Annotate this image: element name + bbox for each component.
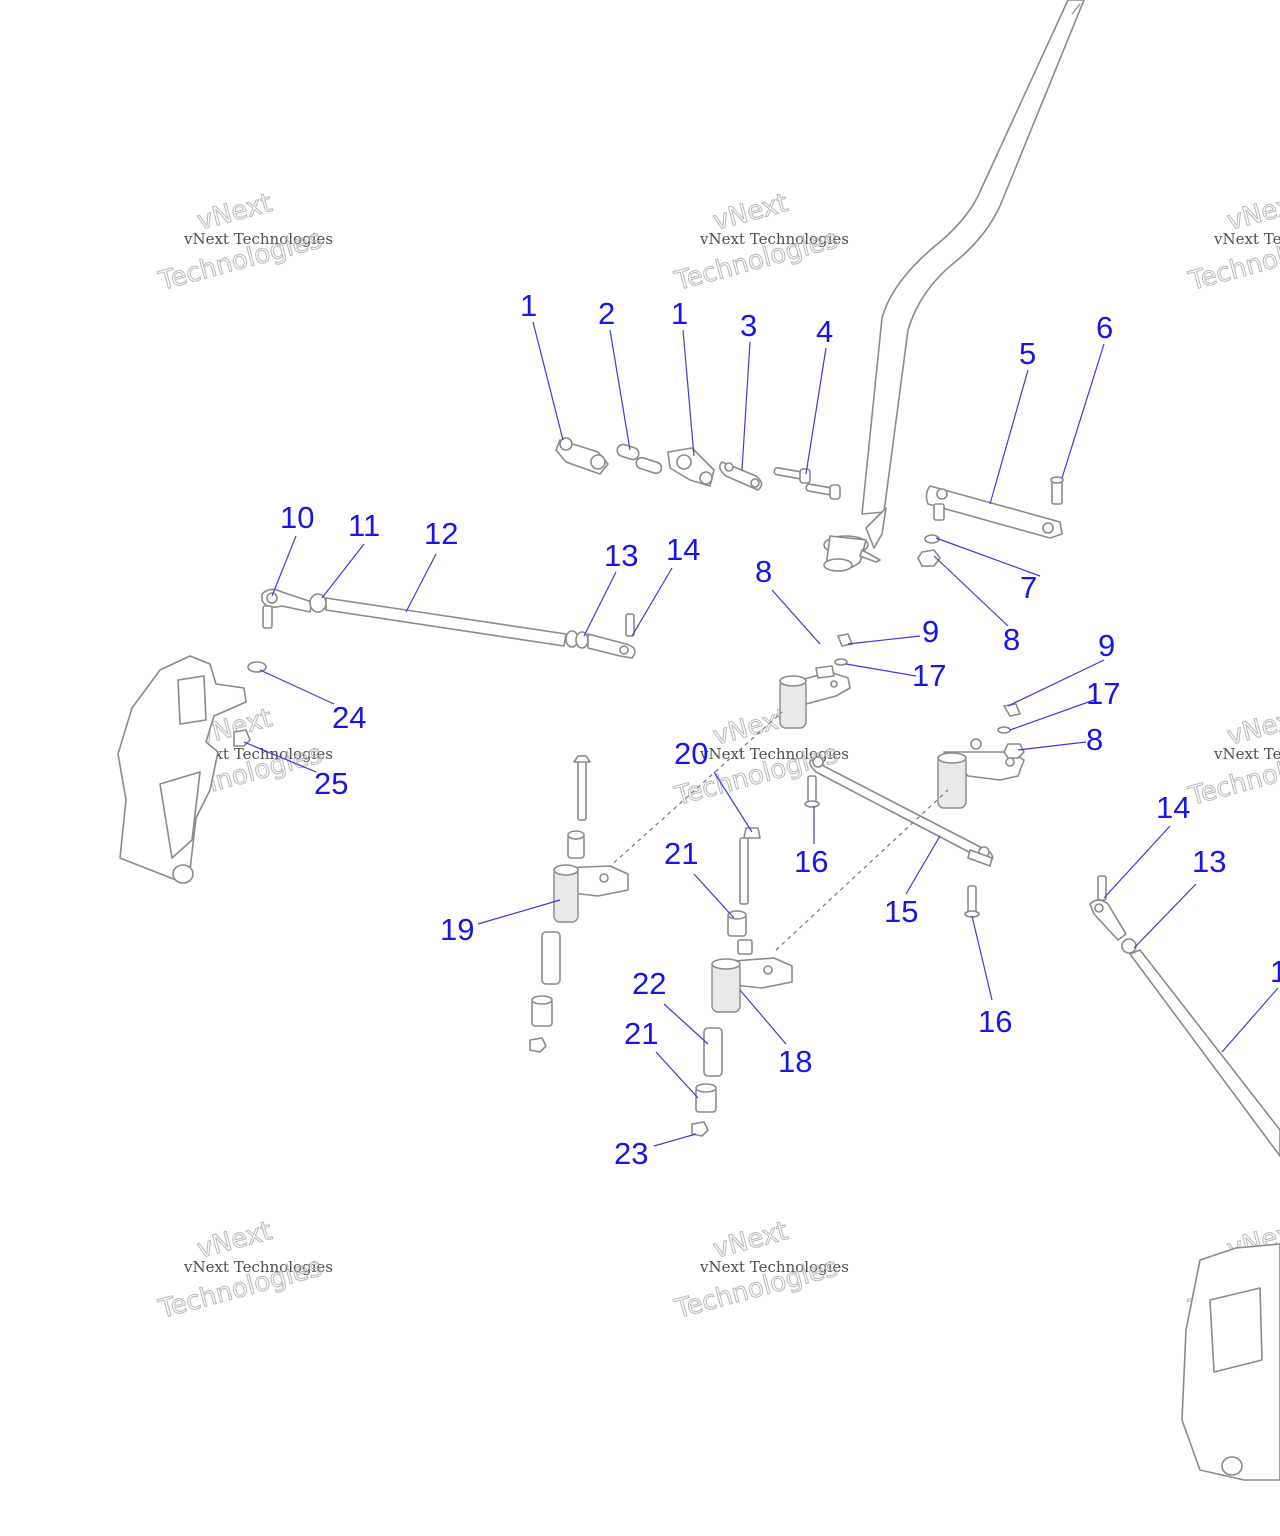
watermark-top-right: vNext vNext Technologies Technologies: [1185, 188, 1280, 298]
watermark-small: vNext Technologies: [1213, 745, 1280, 763]
callout-8a: 8: [1003, 622, 1020, 657]
callout-2: 2: [598, 296, 615, 331]
callout-8c: 8: [1086, 722, 1103, 757]
callout-8b: 8: [755, 554, 772, 589]
callout-21b: 21: [624, 1016, 658, 1051]
callout-17b: 17: [1086, 676, 1120, 711]
watermark-mid-right: vNext vNext Technologies Technologies: [1185, 703, 1280, 813]
bellcrank-upper: [779, 633, 853, 729]
callout-13b: 13: [1192, 844, 1226, 879]
callout-14b: 14: [1156, 790, 1190, 825]
callout-5: 5: [1019, 336, 1036, 371]
bellcrank-right: [937, 703, 1025, 809]
callout-23: 23: [614, 1136, 648, 1171]
leader-lines: [243, 321, 1279, 1147]
watermark-small: vNext Technologies: [183, 230, 333, 248]
callout-21a: 21: [664, 836, 698, 871]
shift-arm: [917, 476, 1064, 567]
callout-16b: 16: [978, 1004, 1012, 1039]
bracket-right: [1181, 1243, 1280, 1481]
callout-1c: 1: [1270, 954, 1280, 989]
callout-9b: 9: [1098, 628, 1115, 663]
callout-11: 11: [348, 508, 380, 543]
callout-15: 15: [884, 894, 918, 929]
watermark-top-center: vNext vNext Technologies Technologies: [671, 188, 849, 298]
tie-rod-left: [261, 588, 636, 659]
watermark-top-left: vNext vNext Technologies Technologies: [155, 188, 333, 298]
callout-13a: 13: [604, 538, 638, 573]
callout-4: 4: [816, 314, 833, 349]
link-plate: [718, 461, 763, 491]
alignment-line-1: [607, 711, 783, 869]
callout-3: 3: [740, 308, 757, 343]
watermark-bottom-left: vNext vNext Technologies Technologies: [155, 1216, 333, 1326]
callout-17a: 17: [912, 658, 946, 693]
watermark-bottom-center: vNext vNext Technologies Technologies: [671, 1216, 849, 1326]
bolts-top: [773, 466, 841, 500]
callout-6: 6: [1096, 310, 1113, 345]
watermark-small: vNext Technologies: [1213, 230, 1280, 248]
bracket-left: [117, 655, 267, 884]
callout-10: 10: [280, 500, 314, 535]
shift-rod-15: [808, 756, 994, 867]
callout-12: 12: [424, 516, 458, 551]
callout-16a: 16: [794, 844, 828, 879]
watermark-small: vNext Technologies: [183, 1258, 333, 1276]
callout-labels: 1 2 1 3 4 5 6 7 8 8 9 17 9 17 8 10 11 12…: [280, 288, 1280, 1171]
pivot-stack-left: [529, 755, 629, 1053]
callout-20: 20: [674, 736, 708, 771]
callout-14a: 14: [666, 532, 700, 567]
clevis-left: [555, 437, 609, 475]
shift-lever: [823, 0, 1085, 572]
clevis-center: [667, 447, 715, 487]
callout-1a: 1: [520, 288, 537, 323]
callout-19: 19: [440, 912, 474, 947]
callout-1b: 1: [671, 296, 688, 331]
watermark-small: vNext Technologies: [699, 230, 849, 248]
bolts-16: [804, 775, 980, 918]
callout-7: 7: [1020, 570, 1037, 605]
tie-rod-right: [1089, 875, 1280, 1157]
pins: [616, 443, 663, 475]
callout-25: 25: [314, 766, 348, 801]
alignment-line-2: [775, 789, 949, 951]
callout-9a: 9: [922, 614, 939, 649]
watermark-small: vNext Technologies: [699, 745, 849, 763]
callout-24: 24: [332, 700, 366, 735]
pivot-stack-center: [691, 827, 793, 1137]
callout-22: 22: [632, 966, 666, 1001]
watermark-small: vNext Technologies: [699, 1258, 849, 1276]
watermark-small: vNext Technologies: [183, 745, 333, 763]
callout-18: 18: [778, 1044, 812, 1079]
